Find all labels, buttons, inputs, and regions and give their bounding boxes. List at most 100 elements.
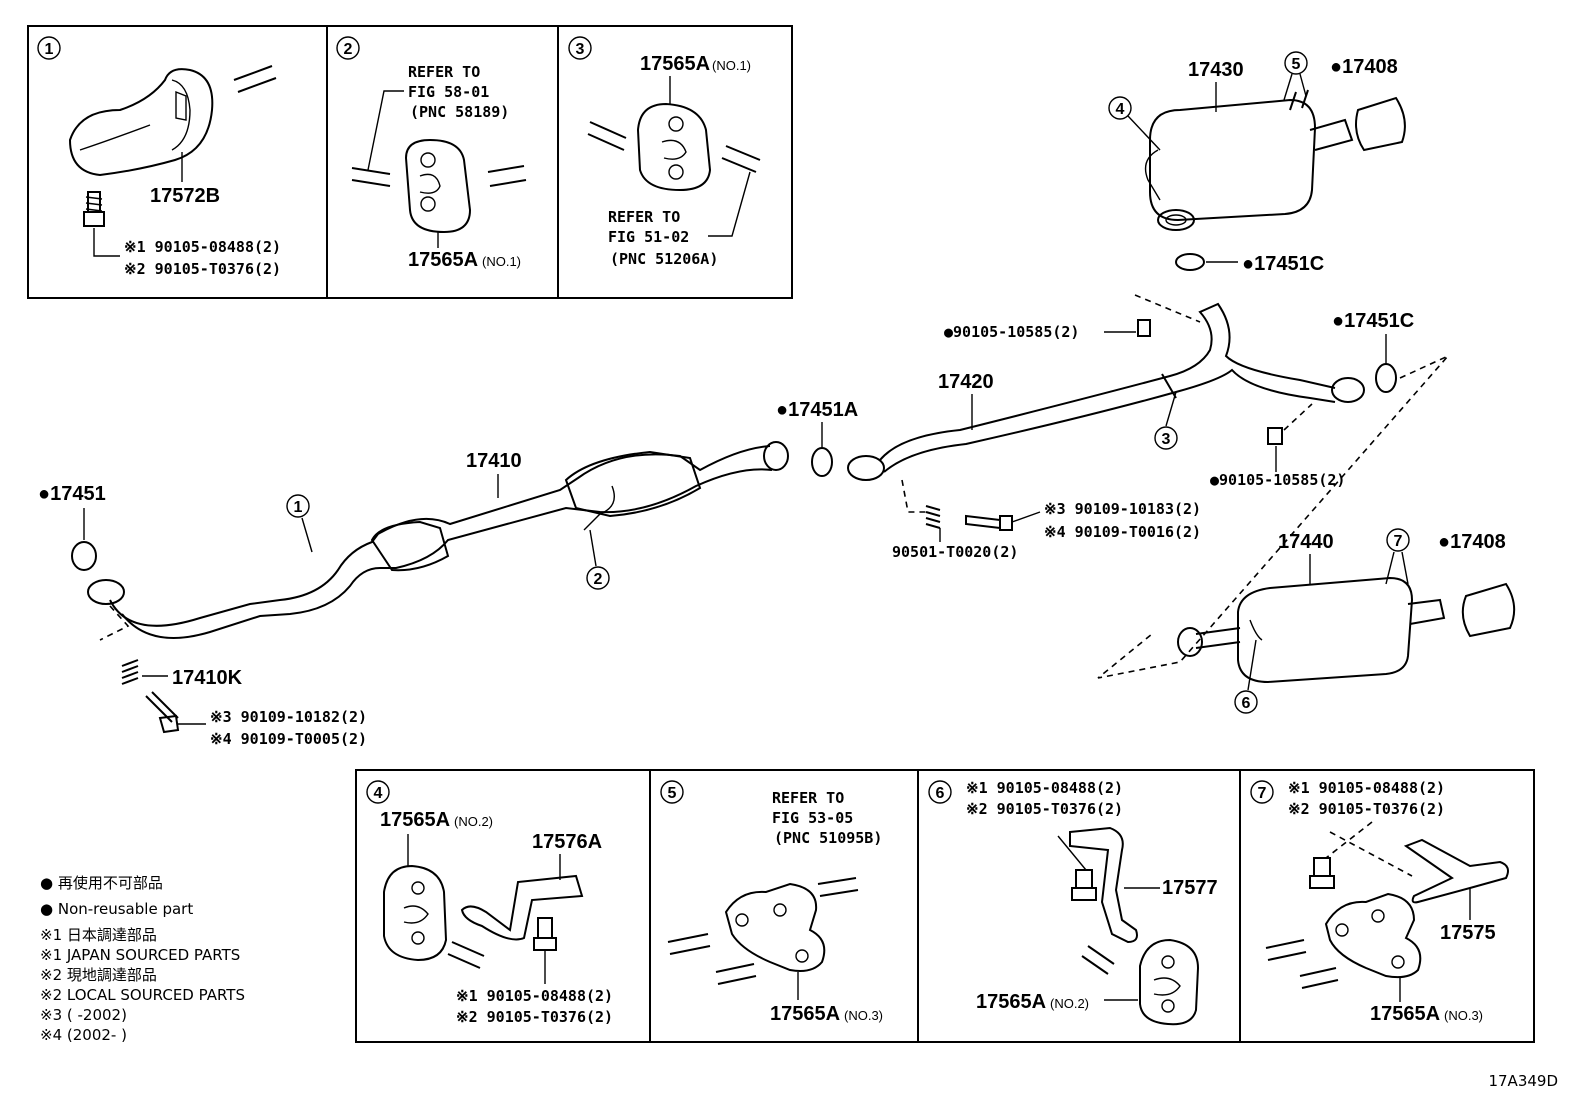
part-17451c-label-b: ●17451C	[1332, 310, 1414, 332]
inset-2: 2 REFER TO FIG 58-01 (PNC 58189) 17565A …	[336, 36, 527, 271]
drawing-stroke	[735, 913, 749, 927]
drawing-stroke	[668, 116, 684, 132]
bolt-right-label: ●90105-10585(2)	[1210, 471, 1345, 489]
drawing-stroke	[403, 905, 429, 924]
refer-label-1: REFER TO	[608, 208, 680, 226]
inset-5: 5 REFER TO FIG 53-05 (PNC 51095B) 17565A…	[660, 780, 883, 1025]
center-joint-bolts: 90501-T0020(2) ※3 90109-10183(2) ※4 9010…	[892, 479, 1201, 561]
drawing-stroke	[37, 36, 61, 60]
pipe-stub-icon	[447, 941, 485, 969]
bolt-icon	[965, 514, 1013, 531]
bolt-icon	[1309, 857, 1335, 889]
callout-2-label: 2	[344, 41, 353, 58]
drawing-stroke	[1407, 598, 1446, 625]
part-17565a-sub: (NO.2)	[454, 814, 493, 829]
rubber-hanger-icon	[1139, 938, 1200, 1026]
inset-box-top	[27, 25, 793, 299]
drawing-stroke	[420, 152, 436, 168]
drawing-stroke	[1325, 821, 1413, 877]
callout-3-main-label: 3	[1162, 431, 1171, 448]
part-17408-label-b: ●17408	[1438, 531, 1506, 553]
drawing-stroke	[660, 780, 684, 804]
bolt-1-label: ※1 90105-08488(2)	[966, 779, 1123, 797]
spring-mid-label: 90501-T0020(2)	[892, 543, 1018, 561]
drawing-stroke	[1153, 977, 1181, 996]
drawing-stroke	[1249, 619, 1263, 641]
center-pipe-17420: ●90105-10585(2) ●17451C 17420 3 ●90105-1…	[776, 294, 1449, 679]
drawing-stroke	[1127, 115, 1161, 151]
part-17440-label: 17440	[1278, 531, 1334, 553]
drawing-stroke	[366, 780, 390, 804]
drawing-stroke	[85, 202, 103, 206]
drawing-stroke	[79, 124, 151, 151]
drawing-stroke	[1097, 294, 1449, 679]
drawing-stroke	[93, 228, 120, 257]
bracket-icon	[1403, 838, 1509, 904]
muffler-17430: 17430 4 5 ●17408 ●17451C	[1108, 51, 1406, 275]
bolt-2-label: ※2 90105-T0376(2)	[124, 260, 281, 278]
refer-label-3: (PNC 58189)	[410, 103, 509, 121]
drawing-stroke	[589, 529, 597, 567]
drawing-stroke	[1386, 528, 1410, 552]
pipe-stub-icon	[1081, 945, 1115, 975]
drawing-stroke	[1375, 363, 1397, 393]
drawing-stroke	[1289, 89, 1309, 111]
drawing-stroke	[1108, 96, 1132, 120]
pipe-stub-icon	[351, 167, 391, 187]
drawing-stroke	[27, 25, 793, 299]
drawing-stroke	[901, 479, 930, 513]
part-17575-label: 17575	[1440, 922, 1496, 944]
legend-line-6: ※2 LOCAL SOURCED PARTS	[40, 986, 245, 1004]
drawing-stroke	[121, 468, 773, 639]
drawing-stroke	[1177, 627, 1203, 657]
part-17410-label: 17410	[466, 450, 522, 472]
drawing-stroke	[879, 302, 1336, 461]
bolt-2-label: ※2 90105-T0376(2)	[456, 1008, 613, 1026]
bolt-upper-label: ●90105-10585(2)	[944, 323, 1079, 341]
callout-1-label: 1	[45, 41, 54, 58]
callout-5-label: 5	[668, 785, 677, 802]
legend-line-3: ※1 日本調達部品	[40, 926, 157, 944]
drawing-stroke	[99, 605, 130, 641]
diagram-code: 17A349D	[1488, 1072, 1558, 1090]
legend-line-2: ● Non-reusable part	[40, 900, 193, 918]
drawing-stroke	[1161, 373, 1177, 399]
inset-1: 1 17572B ※1 90105-08488(2) ※2 90105-T037…	[37, 36, 281, 278]
drawing-stroke	[175, 90, 187, 121]
drawing-stroke	[668, 164, 684, 180]
callout-7-main-label: 7	[1394, 533, 1403, 550]
part-17565a-label: 17565A	[408, 249, 478, 271]
drawing-stroke	[85, 196, 103, 200]
part-17451c-label-a: ●17451C	[1242, 253, 1324, 275]
legend-line-4: ※1 JAPAN SOURCED PARTS	[40, 946, 240, 964]
drawing-stroke	[583, 485, 615, 531]
legend-line-8: ※4 (2002- )	[40, 1026, 127, 1044]
drawing-stroke	[763, 441, 789, 471]
part-17410k-label: 17410K	[172, 667, 243, 689]
bolt-2-label: ※2 90105-T0376(2)	[966, 800, 1123, 818]
drawing-stroke	[71, 541, 97, 571]
drawing-stroke	[1165, 214, 1187, 226]
drawing-stroke	[411, 931, 425, 945]
part-17576a-label: 17576A	[532, 831, 602, 853]
drawing-stroke	[87, 579, 125, 605]
inset-4: 4 17565A (NO.2) 17576A ※1 90105-08488(2)…	[366, 780, 613, 1026]
rubber-hanger-icon	[383, 864, 448, 962]
drawing-stroke	[411, 881, 425, 895]
drawing-stroke	[1401, 551, 1409, 585]
callout-4-label: 4	[1116, 101, 1125, 118]
drawing-stroke	[1283, 73, 1293, 101]
bolt-icon	[83, 191, 105, 227]
pipe-stub-icon	[715, 963, 757, 985]
drawing-stroke	[661, 139, 687, 160]
drawing-stroke	[1011, 511, 1041, 523]
drawing-stroke	[883, 368, 1336, 473]
drawing-stroke	[158, 714, 180, 734]
part-17565a-label: 17565A	[640, 53, 710, 75]
drawing-stroke	[1267, 427, 1283, 445]
drawing-stroke	[773, 903, 787, 917]
callout-7-label: 7	[1258, 785, 1267, 802]
callout-1-main-label: 1	[294, 499, 303, 516]
drawing-stroke	[1137, 319, 1151, 337]
drawing-stroke	[367, 90, 404, 171]
